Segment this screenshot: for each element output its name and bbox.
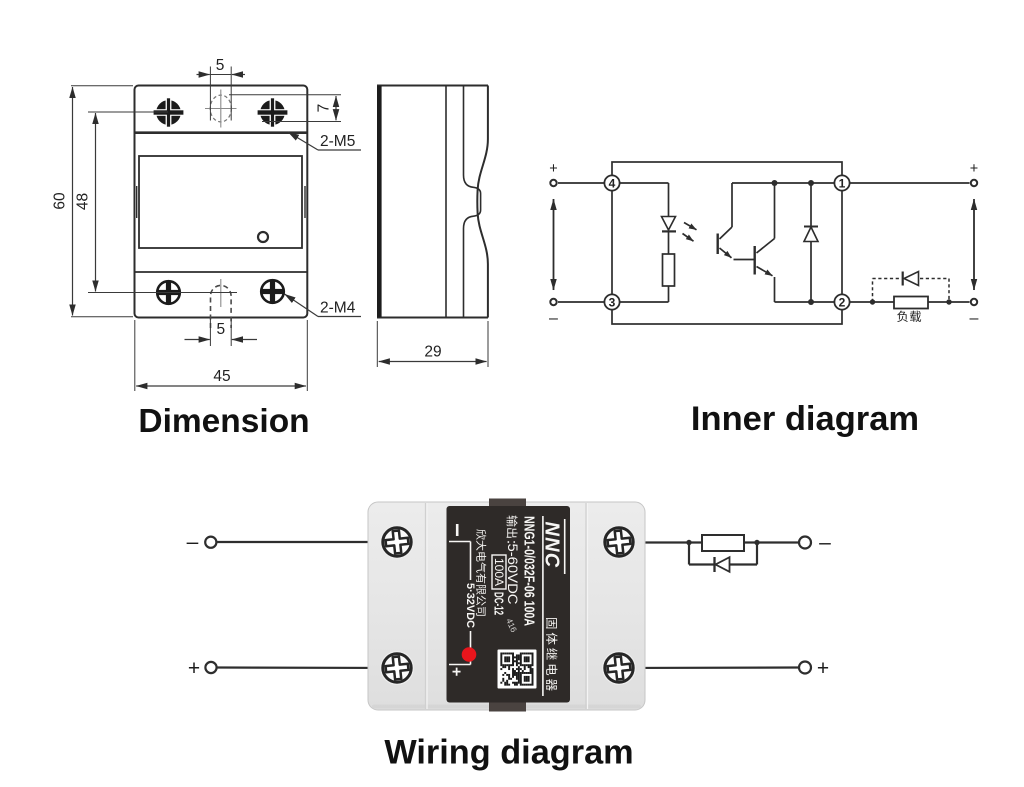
svg-text:2-M4: 2-M4 bbox=[320, 300, 356, 317]
svg-text:3: 3 bbox=[609, 295, 616, 309]
svg-text:+: + bbox=[188, 657, 200, 680]
svg-text:2: 2 bbox=[839, 295, 846, 309]
svg-text:5: 5 bbox=[216, 57, 225, 74]
svg-text:DC-12: DC-12 bbox=[492, 592, 506, 615]
svg-text:NNG1-0/032F-06 100A: NNG1-0/032F-06 100A bbox=[521, 516, 538, 626]
svg-text:4: 4 bbox=[609, 176, 616, 190]
svg-text:+: + bbox=[448, 667, 465, 676]
svg-text:–: – bbox=[549, 310, 558, 327]
svg-text:100A: 100A bbox=[492, 558, 506, 586]
svg-text:29: 29 bbox=[424, 344, 441, 361]
svg-text:–: – bbox=[970, 310, 979, 327]
svg-text:Wiring diagram: Wiring diagram bbox=[384, 734, 633, 772]
svg-text:5: 5 bbox=[216, 321, 225, 338]
svg-text:+: + bbox=[970, 161, 978, 177]
svg-text:–: – bbox=[819, 531, 831, 554]
svg-text:+: + bbox=[549, 161, 557, 177]
svg-text:Inner diagram: Inner diagram bbox=[691, 400, 919, 438]
svg-text:48: 48 bbox=[75, 193, 92, 210]
svg-text:60: 60 bbox=[52, 192, 69, 210]
svg-text:5-60VDC: 5-60VDC bbox=[505, 544, 520, 605]
svg-text:45: 45 bbox=[213, 368, 230, 385]
svg-text:Dimension: Dimension bbox=[138, 403, 309, 440]
svg-text:7: 7 bbox=[316, 104, 333, 113]
svg-text:2-M5: 2-M5 bbox=[320, 133, 355, 150]
svg-text:–: – bbox=[187, 531, 199, 554]
svg-text:NNC: NNC bbox=[541, 522, 563, 569]
svg-text:5·32VDC: 5·32VDC bbox=[464, 583, 476, 628]
svg-text:+: + bbox=[817, 657, 829, 680]
svg-text:1: 1 bbox=[839, 176, 846, 190]
